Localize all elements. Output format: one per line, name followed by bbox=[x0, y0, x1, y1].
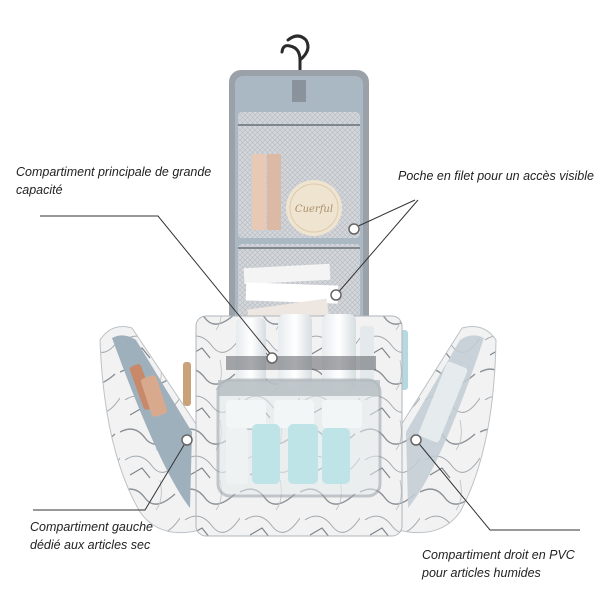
callout-dot-icon bbox=[410, 434, 422, 446]
callout-dot-icon bbox=[330, 289, 342, 301]
callout-dot-icon bbox=[348, 223, 360, 235]
main-compartment bbox=[195, 314, 403, 537]
callout-dot-icon bbox=[181, 434, 193, 446]
right-compartment bbox=[397, 326, 497, 534]
callout-line-main bbox=[40, 215, 273, 357]
powder-box bbox=[286, 180, 342, 236]
callout-line-mesh bbox=[353, 199, 416, 229]
callout-line-left bbox=[33, 439, 188, 511]
callout-main-compartment: Compartiment principale de grande capaci… bbox=[16, 165, 212, 197]
callout-left-compartment: Compartiment gauche dédié aux articles s… bbox=[30, 520, 153, 552]
hanger-hook-icon bbox=[280, 34, 310, 82]
powder-box-label: Cuerful bbox=[295, 204, 333, 215]
callout-mesh-pocket: Poche en filet pour un accès visible bbox=[398, 169, 594, 183]
callout-line-right bbox=[415, 439, 580, 531]
callout-right-compartment: Compartiment droit en PVC pour articles … bbox=[422, 548, 575, 580]
callout-dots bbox=[181, 223, 422, 446]
callout-line-mesh-2 bbox=[335, 199, 419, 296]
top-flap: Cuerful bbox=[229, 70, 369, 350]
callout-lines bbox=[33, 199, 580, 531]
callout-dot-icon bbox=[266, 352, 278, 364]
